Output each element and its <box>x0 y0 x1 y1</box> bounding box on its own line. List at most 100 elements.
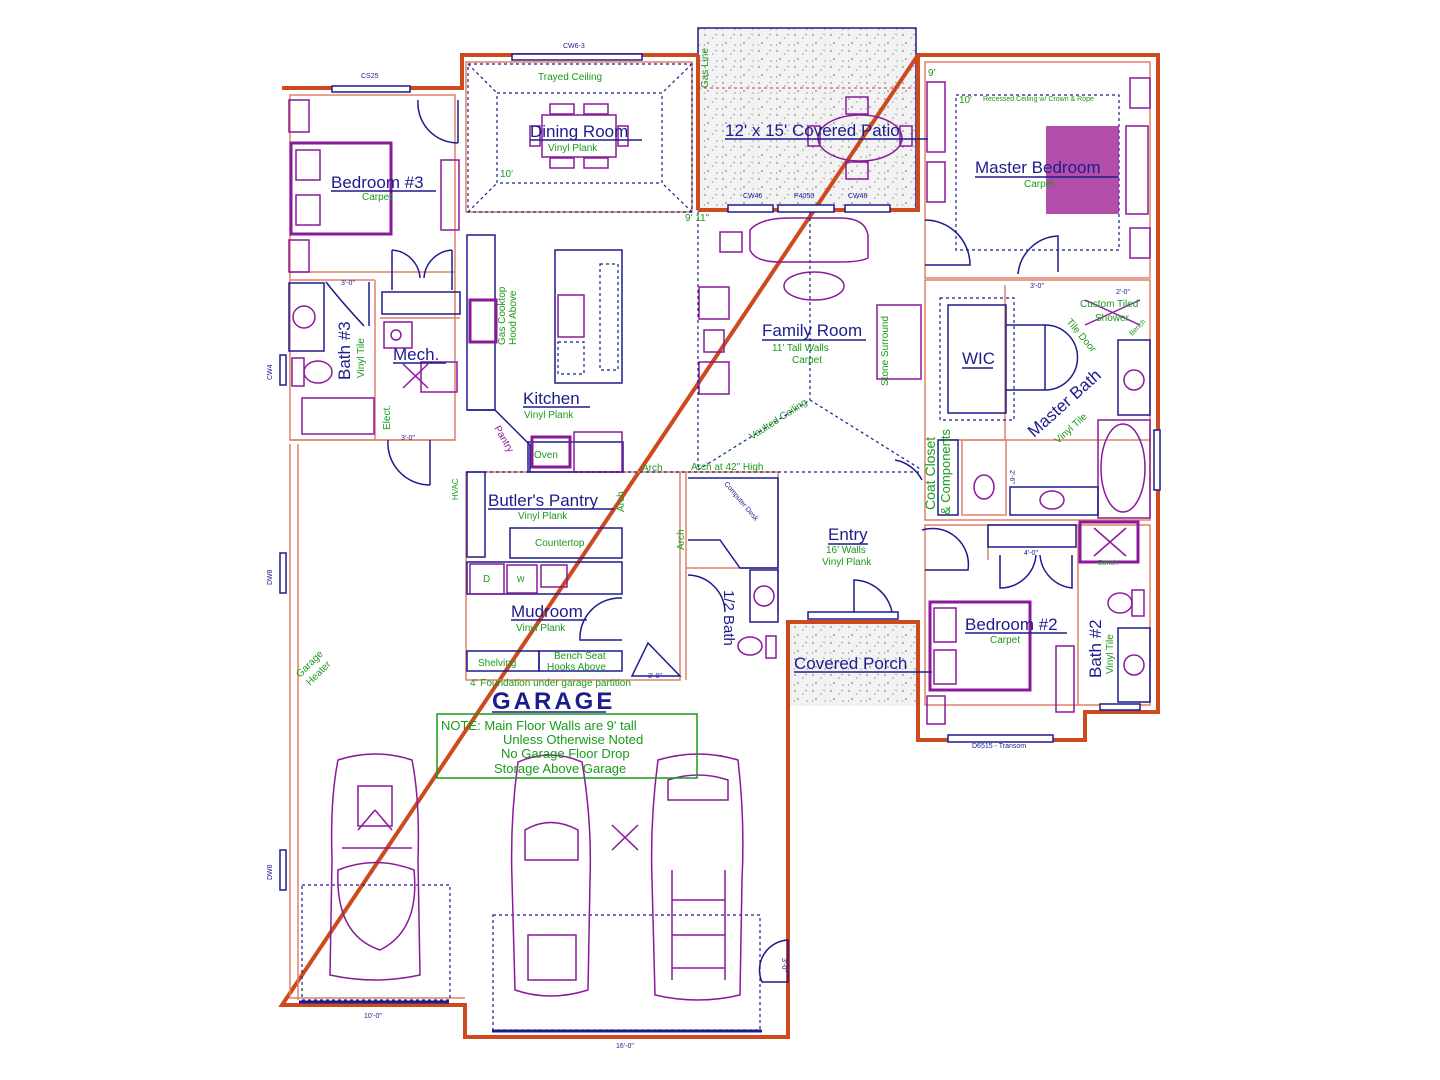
elect-label: Elect. <box>382 405 393 430</box>
master-suite-fixtures <box>924 77 1151 519</box>
window-tag-left-1: CW4 <box>267 364 274 380</box>
dim-shower-door: 2'-0" <box>1116 289 1130 296</box>
dim-garage-entry: 3'-0" <box>648 673 662 680</box>
oven-label: Oven <box>534 450 558 461</box>
dim-master-door: 3'-0" <box>1030 283 1044 290</box>
arch-label: Arch <box>642 463 663 474</box>
dining-room-label: Dining Room <box>530 122 628 141</box>
butler-arch-label: Arch <box>616 491 627 512</box>
foundation-note: 4' Foundation under garage partition <box>470 678 631 689</box>
window-tag-patio-l: CW46 <box>743 193 763 200</box>
arch-42-label: Arch at 42" High <box>691 462 763 473</box>
window-tag-left-3: DW8 <box>267 864 274 880</box>
bath-3-floor-label: Vinyl Tile <box>356 338 367 378</box>
entry-label: Entry <box>828 525 868 544</box>
bath-2-floor-label: Vinyl Tile <box>1105 634 1116 674</box>
note-line-3: No Garage Floor Drop <box>501 746 630 761</box>
half-bath-label: 1/2 Bath <box>720 590 737 646</box>
entry-walls-label: 16' Walls <box>826 545 866 556</box>
dim-mech-door: 3'-0" <box>401 435 415 442</box>
window-tag-left-2: DW8 <box>267 569 274 585</box>
bath-3-label: Bath #3 <box>335 321 354 380</box>
kitchen-fixtures <box>466 234 624 473</box>
shelving-label: Shelving <box>478 658 516 669</box>
hooks-label: Hooks Above <box>547 662 606 673</box>
master-height-9: 9' <box>928 68 936 79</box>
bath-2-bench-label: Bench <box>1098 560 1118 567</box>
car-left <box>329 753 421 981</box>
bench-seat-label: Bench Seat <box>554 651 606 662</box>
bedroom-2-fixtures <box>926 520 1151 725</box>
countertop-label: Countertop <box>535 538 585 549</box>
garage-label: GARAGE <box>492 688 615 715</box>
kitchen-floor-label: Vinyl Plank <box>524 410 574 421</box>
family-room-furniture <box>466 212 923 473</box>
car-middle <box>510 754 592 997</box>
butlers-floor-label: Vinyl Plank <box>518 511 568 522</box>
patio-label: 12' x 15' Covered Patio <box>725 121 900 140</box>
note-line-4: Storage Above Garage <box>494 761 626 776</box>
hood-label: Hood Above <box>508 290 519 345</box>
butler-mudroom-fixtures <box>466 459 970 677</box>
family-walls-label: 11' Tall Walls <box>772 343 829 354</box>
dining-height-label: 10' <box>500 169 513 180</box>
labels: Trayed Ceiling Dining Room Vinyl Plank 1… <box>267 43 1148 1050</box>
window-tag-patio-r: CW46 <box>848 193 868 200</box>
bath-2-label: Bath #2 <box>1086 619 1105 678</box>
wic-label: WIC <box>962 349 995 368</box>
shower-label-1: Custom Tiled <box>1080 299 1138 310</box>
vaulted-ceiling-label: Vaulted Ceiling <box>748 397 810 442</box>
butlers-pantry-label: Butler's Pantry <box>488 491 599 510</box>
master-height-10: 10' <box>959 95 972 106</box>
dim-bath3-door: 3'-0" <box>341 280 355 287</box>
cooktop-label: Gas Cooktop <box>497 286 508 345</box>
patio-table <box>807 96 913 180</box>
mech-label: Mech. <box>393 345 439 364</box>
shower-label-2: Shower <box>1095 313 1130 324</box>
window-tag-patio-m: P4050 <box>794 193 814 200</box>
dining-room <box>467 63 693 213</box>
bedroom-2-floor-label: Carpet <box>990 635 1020 646</box>
patio-surface <box>698 28 916 210</box>
garage-area <box>299 753 789 1033</box>
porch-surface <box>790 624 918 706</box>
stone-surround-label: Stone Surround <box>880 316 891 386</box>
family-room-label: Family Room <box>762 321 862 340</box>
bedroom-3-label: Bedroom #3 <box>331 173 424 192</box>
master-bedroom-label: Master Bedroom <box>975 158 1101 177</box>
hvac-label: HVAC <box>451 478 460 500</box>
gas-line-label: Gas Line <box>700 48 711 88</box>
master-ceiling-label: Recessed Ceiling w/ Crown & Rope <box>983 96 1094 103</box>
bedroom-2-label: Bedroom #2 <box>965 615 1058 634</box>
patio-height-label: 9' 11" <box>685 213 710 224</box>
master-floor-label: Carpet <box>1024 179 1054 190</box>
coat-closet-label: Coat Closet <box>922 437 938 510</box>
dim-garage-door-2: 16'-0" <box>616 1043 634 1050</box>
components-label: & Components <box>938 429 953 515</box>
car-right <box>650 753 744 1001</box>
note-line-1: NOTE: Main Floor Walls are 9' tall <box>441 718 637 733</box>
bedroom-3-furniture <box>288 99 460 273</box>
mudroom-floor-label: Vinyl Plank <box>516 623 566 634</box>
pantry-label: Pantry <box>491 424 515 455</box>
dim-garage-side-door: 3'-0" <box>780 958 787 972</box>
bedroom-3-floor-label: Carpet <box>362 192 392 203</box>
dim-bed2-closet: 4'-0" <box>1024 550 1038 557</box>
entry-floor-label: Vinyl Plank <box>822 557 872 568</box>
dryer-label: D <box>483 574 490 585</box>
computer-desk-label: Computer Desk <box>722 481 759 523</box>
half-bath-arch-label: Arch <box>676 529 687 550</box>
window-tag-bed3: CS25 <box>361 73 379 80</box>
family-floor-label: Carpet <box>792 355 822 366</box>
mudroom-label: Mudroom <box>511 602 583 621</box>
dim-toilet-door: 2'-6" <box>1008 470 1015 484</box>
covered-porch-label: Covered Porch <box>794 654 907 673</box>
washer-label: W <box>517 575 525 584</box>
windows <box>279 53 1161 891</box>
bath-3-fixtures <box>288 249 461 486</box>
note-box <box>436 713 698 779</box>
dim-garage-door-1: 10'-0" <box>364 1013 382 1020</box>
dining-floor-label: Vinyl Plank <box>548 143 598 154</box>
kitchen-label: Kitchen <box>523 389 580 408</box>
